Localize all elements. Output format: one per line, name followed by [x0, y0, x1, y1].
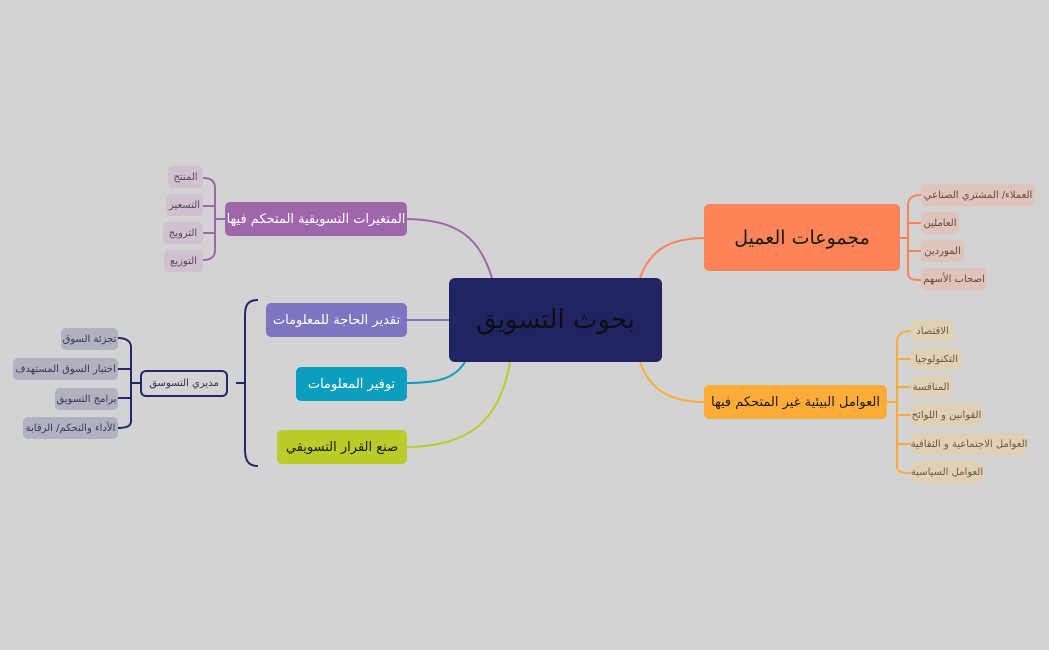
topic-label: تقدير الحاجة للمعلومات	[272, 312, 401, 328]
subtopic-label: القوانين و اللوائح	[911, 409, 982, 421]
subtopic-label: التسعير	[168, 199, 201, 211]
subtopic-target-market[interactable]: اختيار السوق المستهدف	[13, 358, 118, 380]
topic-label: توفير المعلومات	[307, 376, 396, 392]
subtopic-performance-control[interactable]: الأداء والتحكم/ الرقابة	[23, 417, 118, 439]
subtopic-social-cultural[interactable]: العوامل الاجتماعية و الثقافية	[911, 433, 1027, 455]
subtopic-employees[interactable]: العاملين	[921, 212, 959, 234]
subtopic-label: اختيار السوق المستهدف	[15, 363, 116, 375]
subtopic-label: تجزئة السوق	[62, 333, 117, 345]
subtopic-distribution[interactable]: التوزيع	[164, 250, 203, 272]
subtopic-label: اصحاب الأسهم	[923, 273, 985, 285]
subtopic-label: التوزيع	[170, 255, 197, 267]
subtopic-competition[interactable]: المنافسة	[911, 376, 951, 398]
topic-decision-making[interactable]: صنع القرار التسويقي	[277, 430, 407, 464]
topic-information-needs[interactable]: تقدير الحاجة للمعلومات	[266, 303, 407, 337]
subtopic-label: العوامل السياسية	[910, 466, 984, 478]
subtopic-product[interactable]: المنتج	[168, 166, 203, 188]
subtopic-marketing-programs[interactable]: برامج التسويق	[55, 388, 118, 410]
topic-label: المتغيرات التسويقية المتحكم فيها	[226, 211, 406, 227]
subtopic-shareholders[interactable]: اصحاب الأسهم	[921, 268, 987, 290]
subtopic-label: العاملين	[923, 217, 957, 229]
topic-controllable-variables[interactable]: المتغيرات التسويقية المتحكم فيها	[225, 202, 407, 236]
subtopic-customers[interactable]: العملاء/ المشتري الصناعي	[921, 184, 1035, 206]
topic-information-provision[interactable]: توفير المعلومات	[296, 367, 407, 401]
central-topic[interactable]: بحوث التسويق	[449, 278, 662, 362]
topic-label: مجموعات العميل	[734, 226, 870, 249]
subtopic-label: الأداء والتحكم/ الرقابة	[25, 422, 116, 434]
subtopic-pricing[interactable]: التسعير	[166, 194, 203, 216]
subtopic-segmentation[interactable]: تجزئة السوق	[61, 328, 118, 350]
subtopic-label: الترويج	[168, 227, 198, 239]
topic-uncontrollable-factors[interactable]: العوامل البيئية غير المتحكم فيها	[704, 385, 887, 419]
subtopic-economy[interactable]: الاقتصاد	[911, 320, 954, 342]
subtopic-label: العوامل الاجتماعية و الثقافية	[910, 438, 1028, 450]
subtopic-label: المنتج	[173, 171, 198, 183]
subtopic-label: الموردين	[924, 245, 961, 257]
summary-label: مديري التسوسق	[149, 378, 219, 389]
subtopic-label: المنافسة	[912, 381, 950, 393]
subtopic-suppliers[interactable]: الموردين	[921, 240, 964, 262]
subtopic-label: برامج التسويق	[56, 393, 117, 405]
topic-label: العوامل البيئية غير المتحكم فيها	[711, 394, 880, 410]
central-topic-label: بحوث التسويق	[476, 305, 635, 335]
summary-marketing-managers[interactable]: مديري التسوسق	[140, 370, 228, 397]
subtopic-political[interactable]: العوامل السياسية	[911, 461, 983, 483]
topic-label: صنع القرار التسويقي	[285, 439, 399, 455]
subtopic-label: الاقتصاد	[916, 325, 949, 337]
subtopic-label: التكنولوجيا	[915, 353, 959, 365]
subtopic-technology[interactable]: التكنولوجيا	[911, 348, 962, 370]
subtopic-promotion[interactable]: الترويج	[163, 222, 203, 244]
topic-customer-groups[interactable]: مجموعات العميل	[704, 204, 900, 271]
subtopic-label: العملاء/ المشتري الصناعي	[923, 189, 1033, 201]
subtopic-laws[interactable]: القوانين و اللوائح	[911, 404, 982, 426]
